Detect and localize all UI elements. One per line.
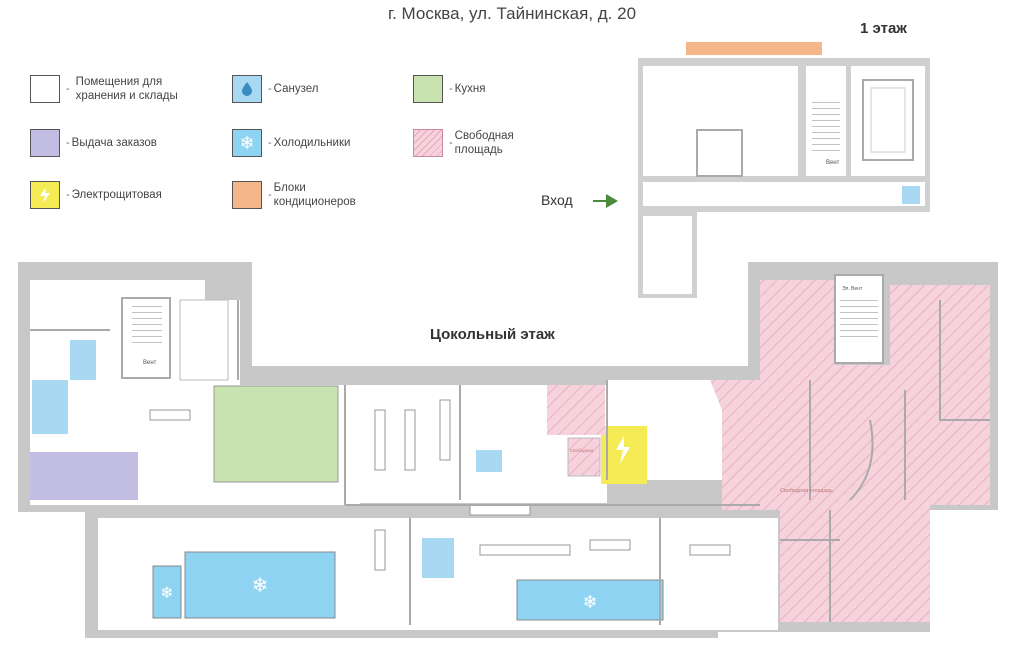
entrance-label: Вход: [541, 192, 573, 208]
basement-label: Цокольный этаж: [430, 326, 555, 343]
first-floor-bathroom: [902, 186, 920, 204]
kitchen-area: [213, 385, 339, 483]
bathroom-3: [476, 450, 502, 472]
vent-label-1: Вент: [826, 160, 840, 166]
bathroom-2: [70, 340, 96, 380]
legend-swatch-bathroom: [232, 75, 262, 103]
first-floor-stairs: [812, 100, 840, 152]
legend-swatch-storage: [30, 75, 60, 103]
bathroom-4: [422, 538, 454, 578]
legend-item-electrical: - Электрощитовая: [30, 181, 162, 209]
fridge-3: [516, 579, 664, 621]
basement-stairs-right: [840, 300, 878, 340]
legend-item-pickup: - Выдача заказов: [30, 129, 157, 157]
basement-plan: Вент Свободная ❄ ❄ ❄: [18, 262, 998, 638]
legend-label-bathroom: Санузел: [273, 83, 319, 95]
legend-label-fridge: Холодильники: [273, 137, 351, 149]
lightning-icon: [40, 187, 50, 203]
fridge-1: [184, 551, 336, 619]
free-area-small: [547, 385, 605, 435]
snowflake-icon: ❄: [160, 583, 173, 602]
first-floor-label: 1 этаж: [860, 20, 907, 37]
legend-swatch-pickup: [30, 129, 60, 157]
lightning-icon: [616, 436, 630, 464]
free-area-large: [710, 280, 990, 622]
water-drop-icon: [242, 82, 252, 96]
fridge-2: [152, 565, 182, 619]
shaft-label: Эл. Вент: [842, 286, 863, 292]
snowflake-icon: ❄: [582, 592, 597, 613]
legend-item-bathroom: - Санузел: [232, 75, 318, 103]
legend-label-electrical: Электрощитовая: [71, 189, 162, 201]
legend-label-storage: Помещения для хранения и склады: [75, 76, 178, 102]
first-floor-plan: Вент: [638, 42, 930, 298]
entrance-arrow-icon: [593, 194, 618, 208]
legend-label-ac: Блоки кондиционеров: [273, 182, 356, 208]
bathroom-1: [32, 380, 68, 434]
legend-item-fridge: ❄ - Холодильники: [232, 129, 350, 157]
legend-label-pickup: Выдача заказов: [71, 137, 157, 149]
vent-label-2: Вент: [143, 360, 157, 366]
legend-item-storage: - Помещения для хранения и склады: [30, 75, 178, 103]
snowflake-icon: ❄: [239, 132, 255, 154]
pickup-area: [30, 452, 138, 500]
legend-swatch-kitchen: [413, 75, 443, 103]
legend-swatch-fridge: ❄: [232, 129, 262, 157]
legend-item-kitchen: - Кухня: [413, 75, 485, 103]
legend-item-free-area: - Свободная площадь: [413, 129, 514, 157]
legend-item-ac: - Блоки кондиционеров: [232, 181, 356, 209]
ac-units-block: [686, 42, 822, 55]
snowflake-icon: ❄: [252, 573, 269, 597]
legend-swatch-electrical: [30, 181, 60, 209]
page-title: г. Москва, ул. Тайнинская, д. 20: [387, 4, 637, 23]
legend-swatch-ac: [232, 181, 262, 209]
legend-label-kitchen: Кухня: [454, 83, 486, 95]
legend-label-free-area: Свободная площадь: [454, 130, 514, 156]
shelving: [149, 399, 731, 571]
basement-stairs-left: [132, 305, 162, 345]
free-room-label-1: Свободная: [570, 448, 594, 453]
legend-swatch-free-area: [413, 129, 443, 157]
free-room-label-2: Свободная площадь: [780, 488, 833, 494]
